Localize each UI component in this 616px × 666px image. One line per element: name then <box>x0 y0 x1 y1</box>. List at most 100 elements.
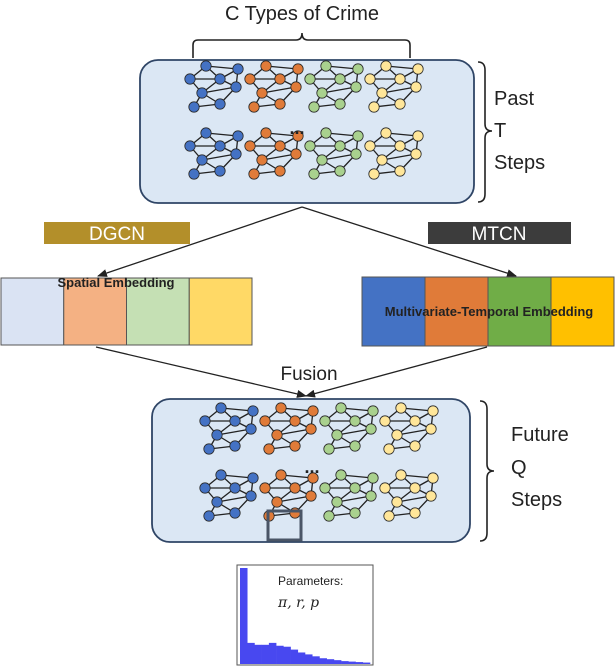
graph-node <box>244 73 256 85</box>
graph-node <box>334 73 346 85</box>
graph-node <box>395 402 407 414</box>
graph-node <box>383 510 395 522</box>
crime-types-brace <box>192 32 411 58</box>
graph-node <box>184 140 196 152</box>
graph-node <box>290 81 302 93</box>
graph-icon-1 <box>259 402 319 455</box>
graph-node <box>245 423 257 435</box>
graph-node <box>188 168 200 180</box>
histogram-params: π, r, p <box>277 595 319 611</box>
graph-node <box>274 165 286 177</box>
graph-node <box>349 507 361 519</box>
histogram-bar <box>319 658 327 664</box>
embedding-segment-3 <box>188 277 253 346</box>
future-ellipsis: ... <box>304 457 319 477</box>
graph-node <box>364 73 376 85</box>
graph-node <box>368 101 380 113</box>
graph-icon-5 <box>244 127 304 180</box>
graph-node <box>229 415 241 427</box>
graph-node <box>289 440 301 452</box>
graph-node <box>259 415 271 427</box>
graph-node <box>308 168 320 180</box>
graph-node <box>215 469 227 481</box>
future-steps-panel <box>151 398 471 543</box>
graph-node <box>200 60 212 72</box>
graph-node <box>196 154 208 166</box>
embedding-segment-2 <box>487 276 552 347</box>
graph-node <box>200 127 212 139</box>
graph-node <box>256 154 268 166</box>
graph-node <box>320 127 332 139</box>
graph-node <box>244 140 256 152</box>
graph-edge <box>381 153 417 161</box>
graph-node <box>248 101 260 113</box>
graph-icon-4 <box>184 127 244 180</box>
histogram-bar <box>305 654 313 664</box>
graph-edge <box>336 495 372 503</box>
graph-node <box>232 130 244 142</box>
graph-edge <box>276 428 312 436</box>
graph-icon-0 <box>199 402 259 455</box>
graph-node <box>409 482 421 494</box>
histogram-bar <box>348 661 356 664</box>
graph-node <box>349 440 361 452</box>
graph-node <box>271 429 283 441</box>
embedding-segment-0 <box>361 276 426 347</box>
graph-node <box>394 140 406 152</box>
graph-node <box>214 140 226 152</box>
graph-node <box>376 87 388 99</box>
graph-node <box>380 127 392 139</box>
graph-node <box>245 490 257 502</box>
graph-node <box>316 154 328 166</box>
graph-node <box>292 63 304 75</box>
histogram-bar <box>341 661 349 664</box>
graph-node <box>352 63 364 75</box>
graph-node <box>289 482 301 494</box>
graph-node <box>290 148 302 160</box>
graph-node <box>289 507 301 519</box>
graph-node <box>409 415 421 427</box>
graph-node <box>395 469 407 481</box>
past-graph-icons <box>184 60 424 180</box>
graph-node <box>230 148 242 160</box>
graph-node <box>203 510 215 522</box>
graph-node <box>323 443 335 455</box>
histogram-title: Parameters: <box>278 574 343 588</box>
future-label-line3: Steps <box>511 489 562 511</box>
past-ellipsis: ... <box>289 118 304 138</box>
graph-icon-7 <box>379 469 439 522</box>
graph-edge <box>336 428 372 436</box>
histogram-bar <box>312 656 320 664</box>
dgcn-bar <box>44 222 190 244</box>
graph-icon-1 <box>244 60 304 113</box>
graph-node <box>365 423 377 435</box>
graph-icon-3 <box>364 60 424 113</box>
embedding-segment-1 <box>63 277 127 346</box>
histogram-bar <box>268 642 277 664</box>
past-brace <box>477 61 493 203</box>
graph-icon-2 <box>304 60 364 113</box>
graph-node <box>412 130 424 142</box>
future-brace <box>479 400 495 542</box>
graph-node <box>275 469 287 481</box>
graph-node <box>364 140 376 152</box>
embedding-segment-3 <box>550 276 615 347</box>
graph-node <box>383 443 395 455</box>
graph-node <box>214 73 226 85</box>
graph-node <box>274 73 286 85</box>
future-label-line1: Future <box>511 424 569 446</box>
graph-node <box>323 510 335 522</box>
graph-node <box>352 130 364 142</box>
graph-node <box>319 415 331 427</box>
graph-node <box>376 154 388 166</box>
graph-node <box>199 482 211 494</box>
graph-node <box>305 423 317 435</box>
graph-node <box>274 140 286 152</box>
graph-node <box>230 81 242 93</box>
histogram-bar <box>247 642 255 664</box>
future-graph-icons <box>199 402 439 522</box>
histogram-bar <box>333 660 342 664</box>
graph-node <box>184 73 196 85</box>
arrow-temporal-to-fusion <box>305 346 488 398</box>
